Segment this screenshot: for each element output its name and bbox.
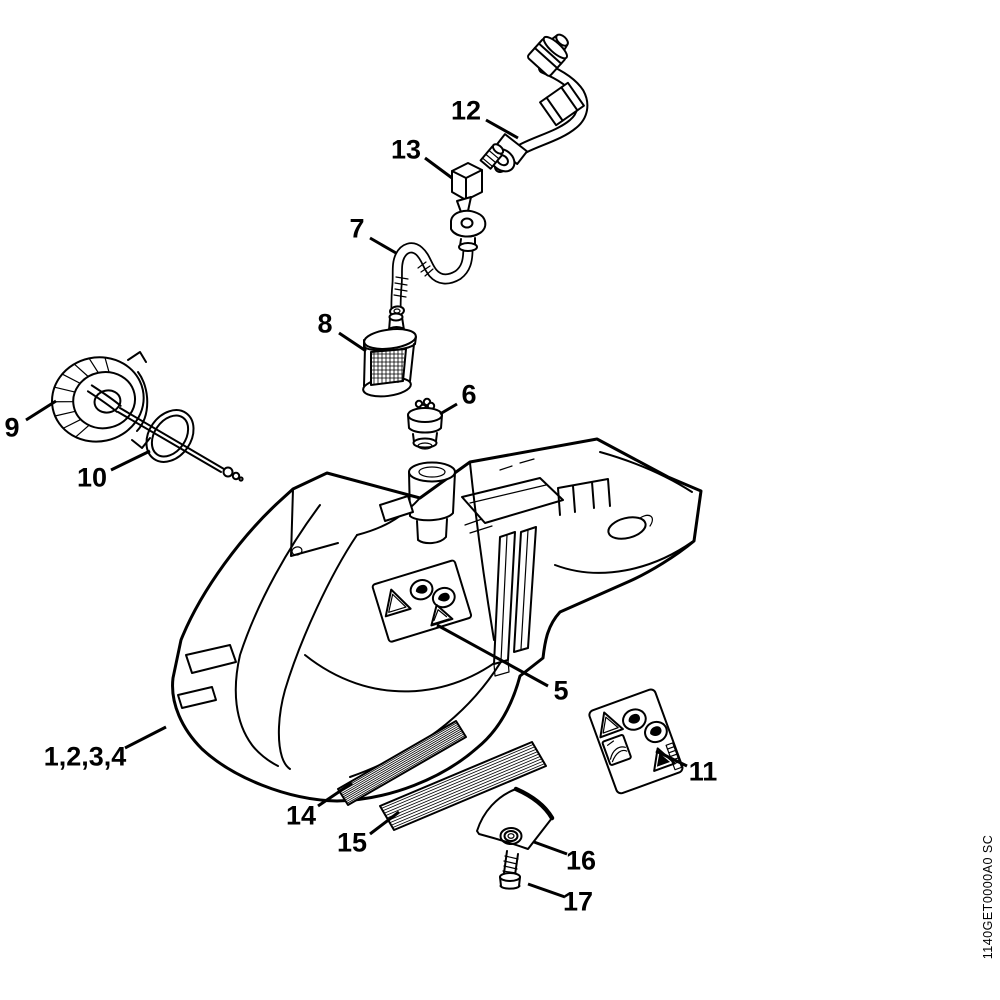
leader-line-16 bbox=[533, 840, 568, 856]
leader-line-12 bbox=[485, 118, 519, 140]
leader-line-17 bbox=[527, 882, 566, 899]
leader-line-9 bbox=[25, 399, 57, 422]
part-ref-17: 17 bbox=[562, 886, 594, 917]
part-8-fuel-filter-drawing bbox=[362, 312, 417, 398]
leader-line-10 bbox=[110, 449, 151, 472]
part-17-screw-drawing bbox=[499, 850, 521, 890]
part-ref-1-2-3-4: 1,2,3,4 bbox=[43, 741, 127, 772]
part-ref-7: 7 bbox=[349, 213, 365, 244]
tank-housing-drawing bbox=[171, 437, 703, 803]
part-14-grip-pad-drawing bbox=[337, 720, 467, 806]
part-15-grip-pad-drawing bbox=[379, 741, 547, 831]
part-ref-15: 15 bbox=[336, 827, 368, 858]
part-5-information-label-drawing bbox=[371, 559, 473, 643]
part-ref-16: 16 bbox=[565, 845, 597, 876]
leader-line-15 bbox=[369, 810, 400, 836]
leader-line-7 bbox=[369, 236, 397, 255]
part-ref-8: 8 bbox=[317, 308, 333, 339]
part-ref-13: 13 bbox=[390, 134, 422, 165]
leader-line-11 bbox=[655, 749, 688, 768]
part-11-information-label-drawing bbox=[588, 688, 684, 795]
part-ref-5: 5 bbox=[553, 675, 569, 706]
part-7-fuel-hose-drawing bbox=[389, 209, 487, 317]
drawing-number: 1140GET0000A0 SC bbox=[981, 834, 995, 960]
leader-line-14 bbox=[317, 781, 353, 808]
leader-line-1-2-3-4 bbox=[124, 725, 167, 750]
part-ref-6: 6 bbox=[461, 379, 477, 410]
leader-lines bbox=[25, 118, 688, 899]
part-16-cover-drawing bbox=[476, 786, 555, 850]
part-6-tank-vent-drawing bbox=[407, 397, 443, 450]
part-ref-14: 14 bbox=[285, 800, 317, 831]
part-ref-12: 12 bbox=[450, 95, 482, 126]
part-ref-10: 10 bbox=[76, 462, 108, 493]
leader-line-5 bbox=[436, 623, 549, 688]
part-12-fuel-hose-drawing bbox=[489, 33, 589, 173]
part-10-o-ring-drawing bbox=[145, 409, 195, 463]
part-ref-11: 11 bbox=[688, 756, 718, 787]
leader-line-13 bbox=[424, 156, 453, 180]
leader-line-6 bbox=[439, 402, 458, 416]
part-13-elbow-connector-drawing bbox=[451, 143, 505, 220]
leader-line-8 bbox=[338, 331, 367, 353]
part-ref-9: 9 bbox=[4, 412, 20, 443]
part-9-tank-cap-drawing bbox=[51, 351, 244, 482]
